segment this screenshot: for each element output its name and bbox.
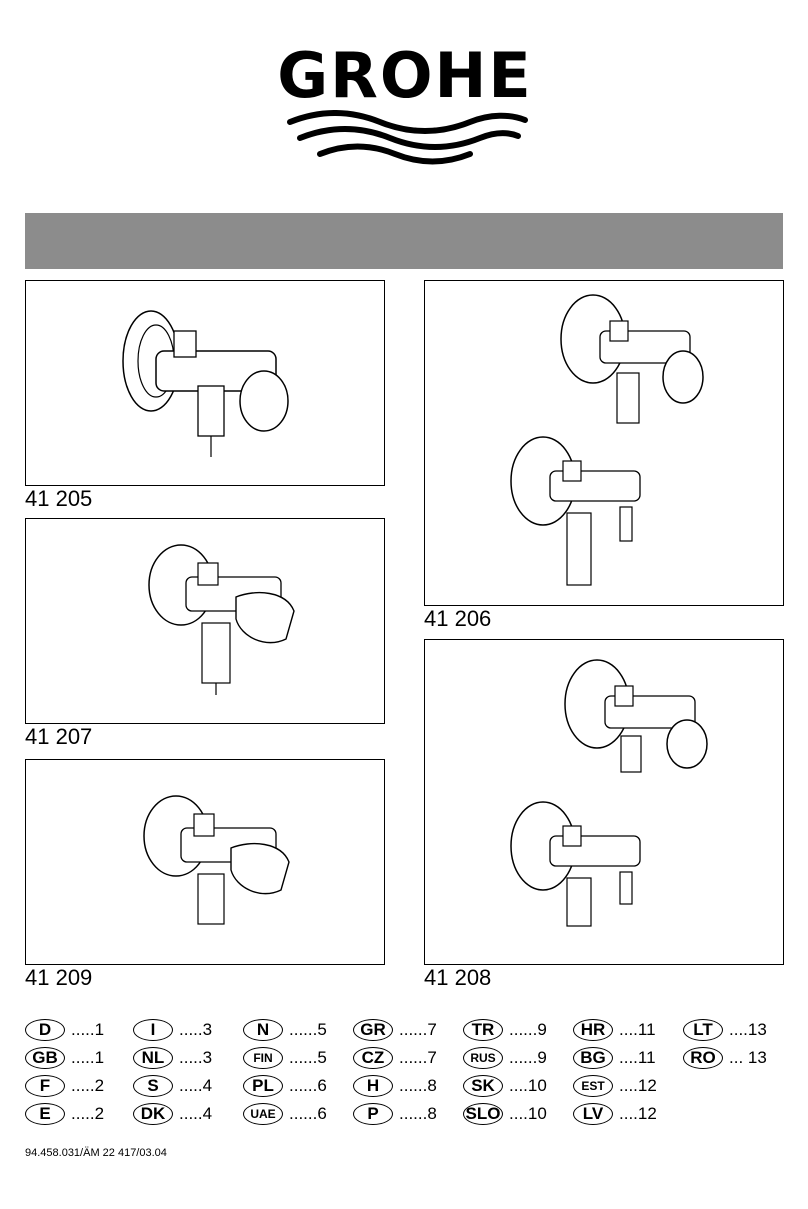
page-ref: ......5 (289, 1048, 327, 1067)
language-entry: D .....1 (25, 1017, 104, 1043)
angle-valve-illustration (148, 544, 295, 695)
language-code: TR (463, 1019, 503, 1041)
page-ref: ... 13 (729, 1048, 767, 1067)
title-band (25, 213, 783, 269)
language-code: CZ (353, 1047, 393, 1069)
language-code: GR (353, 1019, 393, 1041)
language-code: F (25, 1075, 65, 1097)
page-ref: .....2 (71, 1076, 105, 1095)
language-code: P (353, 1103, 393, 1125)
page-ref: .....3 (179, 1048, 213, 1067)
model-label-41209: 41 209 (25, 965, 93, 990)
language-entry: SLO ....10 (463, 1101, 547, 1127)
brand-name: GROHE (277, 39, 533, 112)
language-entry: RUS ......9 (463, 1045, 547, 1071)
language-entry: BG ....11 (573, 1045, 656, 1071)
language-code: GB (25, 1047, 65, 1069)
language-code: BG (573, 1047, 613, 1069)
page-ref: .....1 (71, 1020, 105, 1039)
language-code: PL (243, 1075, 283, 1097)
language-entry: F .....2 (25, 1073, 104, 1099)
language-entry: HR ....11 (573, 1017, 656, 1043)
language-code: S (133, 1075, 173, 1097)
page-ref: .....4 (179, 1076, 213, 1095)
language-entry: TR ......9 (463, 1017, 547, 1043)
language-code: I (133, 1019, 173, 1041)
language-code: LT (683, 1019, 723, 1041)
model-label-41208: 41 208 (424, 965, 492, 990)
product-figure-41207 (25, 518, 385, 724)
language-entry: S .....4 (133, 1073, 212, 1099)
language-code: FIN (243, 1047, 283, 1069)
model-label-41207: 41 207 (25, 724, 93, 749)
product-figure-41209 (25, 759, 385, 965)
page-ref: ....11 (619, 1020, 656, 1039)
language-code: E (25, 1103, 65, 1125)
language-entry: H ......8 (353, 1073, 437, 1099)
language-entry: UAE ......6 (243, 1101, 327, 1127)
language-code: RUS (463, 1047, 503, 1069)
grohe-logo: GROHE (270, 40, 540, 170)
language-code: HR (573, 1019, 613, 1041)
language-code: DK (133, 1103, 173, 1125)
page-ref: .....3 (179, 1020, 213, 1039)
model-label-41205: 41 205 (25, 486, 93, 511)
page-ref: ......5 (289, 1020, 327, 1039)
angle-valve-illustration (122, 310, 289, 457)
language-code: SK (463, 1075, 503, 1097)
language-code: N (243, 1019, 283, 1041)
language-code: LV (573, 1103, 613, 1125)
page-ref: ......6 (289, 1076, 327, 1095)
page-ref: ......6 (289, 1104, 327, 1123)
angle-valve-illustration (143, 795, 290, 925)
page-ref: ......9 (509, 1020, 547, 1039)
page-ref: ....10 (509, 1104, 547, 1123)
language-code: UAE (243, 1103, 283, 1125)
page-ref: ......7 (399, 1020, 437, 1039)
language-code: D (25, 1019, 65, 1041)
document-id: 94.458.031/ÄM 22 417/03.04 (25, 1147, 167, 1159)
page-ref: ......8 (399, 1104, 437, 1123)
page-ref: ....11 (619, 1048, 656, 1067)
product-figure-41208 (424, 639, 784, 965)
language-entry: N ......5 (243, 1017, 327, 1043)
angle-valve-pair-illustration (510, 294, 704, 586)
page-ref: ....12 (619, 1076, 657, 1095)
page-ref: ......8 (399, 1076, 437, 1095)
language-entry: I .....3 (133, 1017, 212, 1043)
language-code: EST (573, 1075, 613, 1097)
language-entry: EST ....12 (573, 1073, 657, 1099)
language-entry: GR ......7 (353, 1017, 437, 1043)
product-figure-41206 (424, 280, 784, 606)
language-code: RO (683, 1047, 723, 1069)
language-code: SLO (463, 1103, 503, 1125)
page-ref: ....10 (509, 1076, 547, 1095)
language-entry: RO ... 13 (683, 1045, 767, 1071)
page-ref: .....2 (71, 1104, 105, 1123)
language-entry: SK ....10 (463, 1073, 547, 1099)
language-entry: CZ ......7 (353, 1045, 437, 1071)
language-entry: NL .....3 (133, 1045, 212, 1071)
page-ref: .....1 (71, 1048, 105, 1067)
page-ref: .....4 (179, 1104, 213, 1123)
language-entry: PL ......6 (243, 1073, 327, 1099)
language-entry: P ......8 (353, 1101, 437, 1127)
language-entry: GB .....1 (25, 1045, 104, 1071)
language-code: H (353, 1075, 393, 1097)
page-ref: ....12 (619, 1104, 657, 1123)
angle-valve-pair-illustration (510, 659, 708, 927)
language-entry: LV ....12 (573, 1101, 657, 1127)
page-ref: ......9 (509, 1048, 547, 1067)
page-ref: ....13 (729, 1020, 767, 1039)
language-entry: DK .....4 (133, 1101, 212, 1127)
product-figure-41205 (25, 280, 385, 486)
page-ref: ......7 (399, 1048, 437, 1067)
language-entry: LT ....13 (683, 1017, 767, 1043)
waves-logo-icon (287, 110, 528, 165)
language-entry: E .....2 (25, 1101, 104, 1127)
model-label-41206: 41 206 (424, 606, 492, 631)
language-code: NL (133, 1047, 173, 1069)
language-entry: FIN ......5 (243, 1045, 327, 1071)
